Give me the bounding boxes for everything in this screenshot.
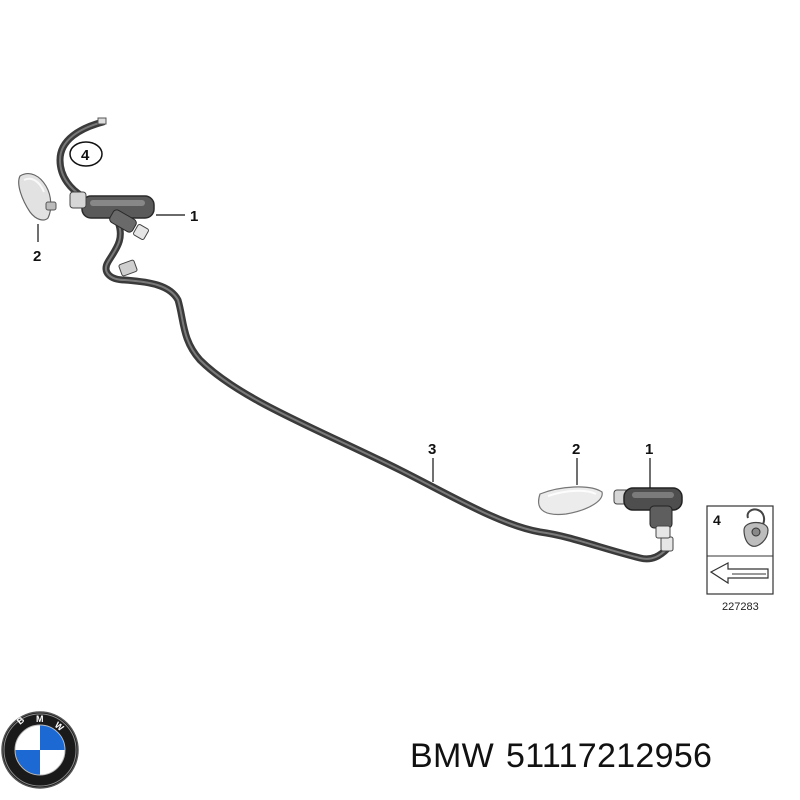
legend-item-number: 4 bbox=[713, 512, 721, 528]
callout-left-nozzle-label: 1 bbox=[190, 208, 198, 225]
callout-left-clip: 4 bbox=[69, 141, 103, 167]
callout-left-clip-label: 4 bbox=[81, 147, 90, 164]
callout-left-nozzle: 1 bbox=[156, 208, 198, 225]
clip-icon bbox=[743, 508, 769, 547]
left-nozzle-assembly bbox=[69, 191, 155, 240]
legend-box: 4 bbox=[706, 505, 774, 595]
callout-right-cap: 2 bbox=[572, 441, 580, 485]
left-cap bbox=[18, 173, 57, 221]
caption-brand: BMW bbox=[410, 737, 494, 775]
callout-right-nozzle-label: 1 bbox=[645, 441, 653, 458]
callout-right-cap-label: 2 bbox=[572, 441, 580, 458]
callout-left-cap: 2 bbox=[33, 224, 41, 265]
bmw-logo: B M W bbox=[1, 711, 79, 789]
callout-hose-label: 3 bbox=[428, 441, 436, 458]
caption-part-number: 51117212956 bbox=[506, 737, 713, 775]
callout-left-cap-label: 2 bbox=[33, 248, 41, 265]
diagram-code: 227283 bbox=[722, 601, 759, 613]
callout-right-nozzle: 1 bbox=[645, 441, 653, 488]
part-caption: BMW 51117212956 bbox=[410, 737, 790, 776]
logo-letter-m: M bbox=[36, 714, 44, 724]
right-nozzle-assembly bbox=[613, 487, 683, 539]
callout-hose: 3 bbox=[428, 441, 436, 482]
logo-letter-b: B bbox=[15, 714, 27, 726]
washer-hose bbox=[56, 117, 674, 563]
arrow-icon bbox=[709, 562, 769, 585]
right-cap bbox=[538, 486, 603, 516]
